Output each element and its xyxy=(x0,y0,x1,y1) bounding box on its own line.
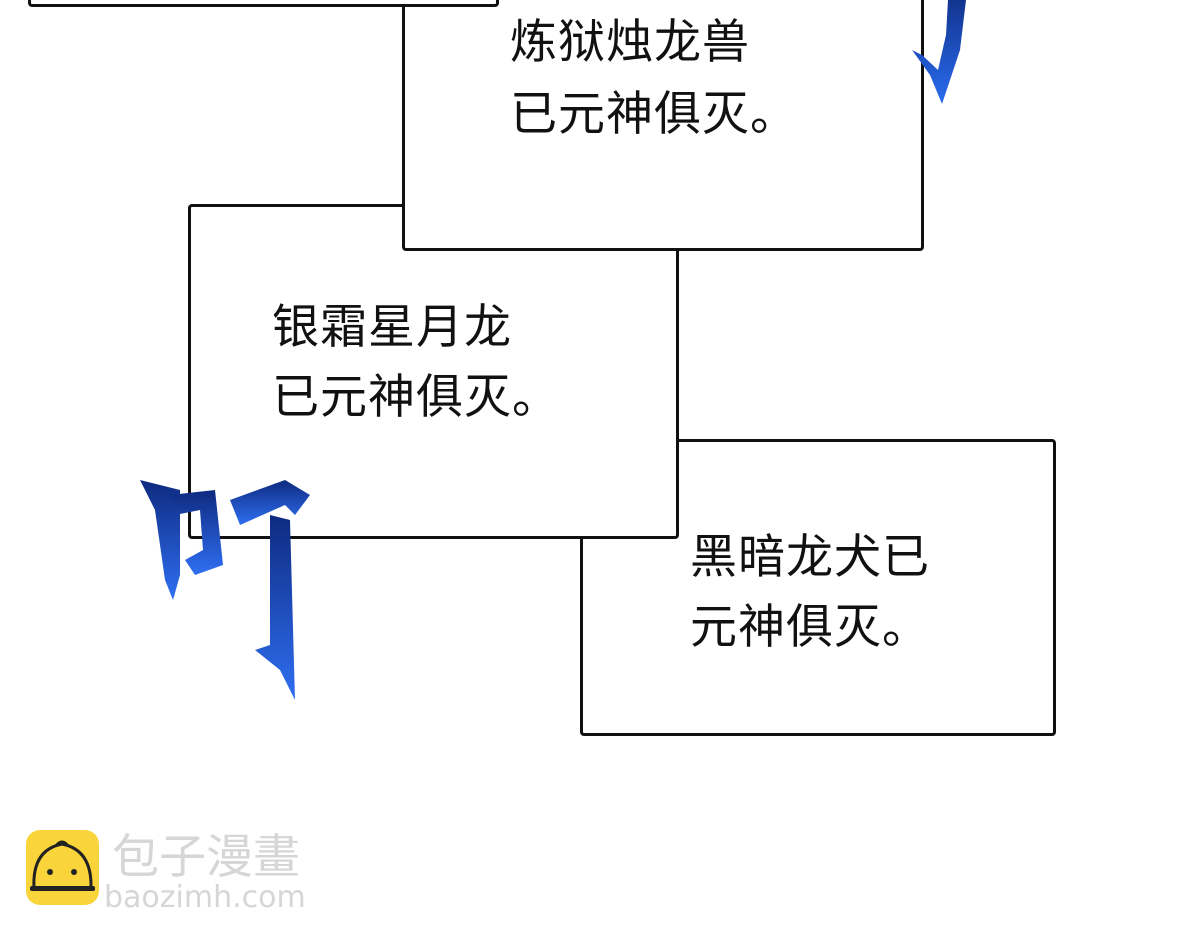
brush-stroke-sfx xyxy=(912,0,966,104)
sound-effect-ding xyxy=(135,470,315,700)
caption-3-line-1: 黑暗龙犬已 xyxy=(690,530,930,585)
ding-brush-icon xyxy=(140,480,310,700)
caption-2-line-2: 已元神俱灭。 xyxy=(272,370,560,425)
caption-3-line-2: 元神俱灭。 xyxy=(690,600,930,655)
watermark-url: baozimh.com xyxy=(104,880,306,915)
caption-1-line-2: 已元神俱灭。 xyxy=(510,87,798,142)
caption-box-1 xyxy=(402,0,924,251)
caption-1-line-1: 炼狱烛龙兽 xyxy=(510,15,750,70)
caption-2-line-1: 银霜星月龙 xyxy=(272,300,512,355)
watermark-name: 包子漫畫 xyxy=(112,830,300,885)
baozi-logo-icon xyxy=(26,830,99,905)
caption-box-2 xyxy=(188,204,679,539)
caption-box-top xyxy=(28,0,499,7)
